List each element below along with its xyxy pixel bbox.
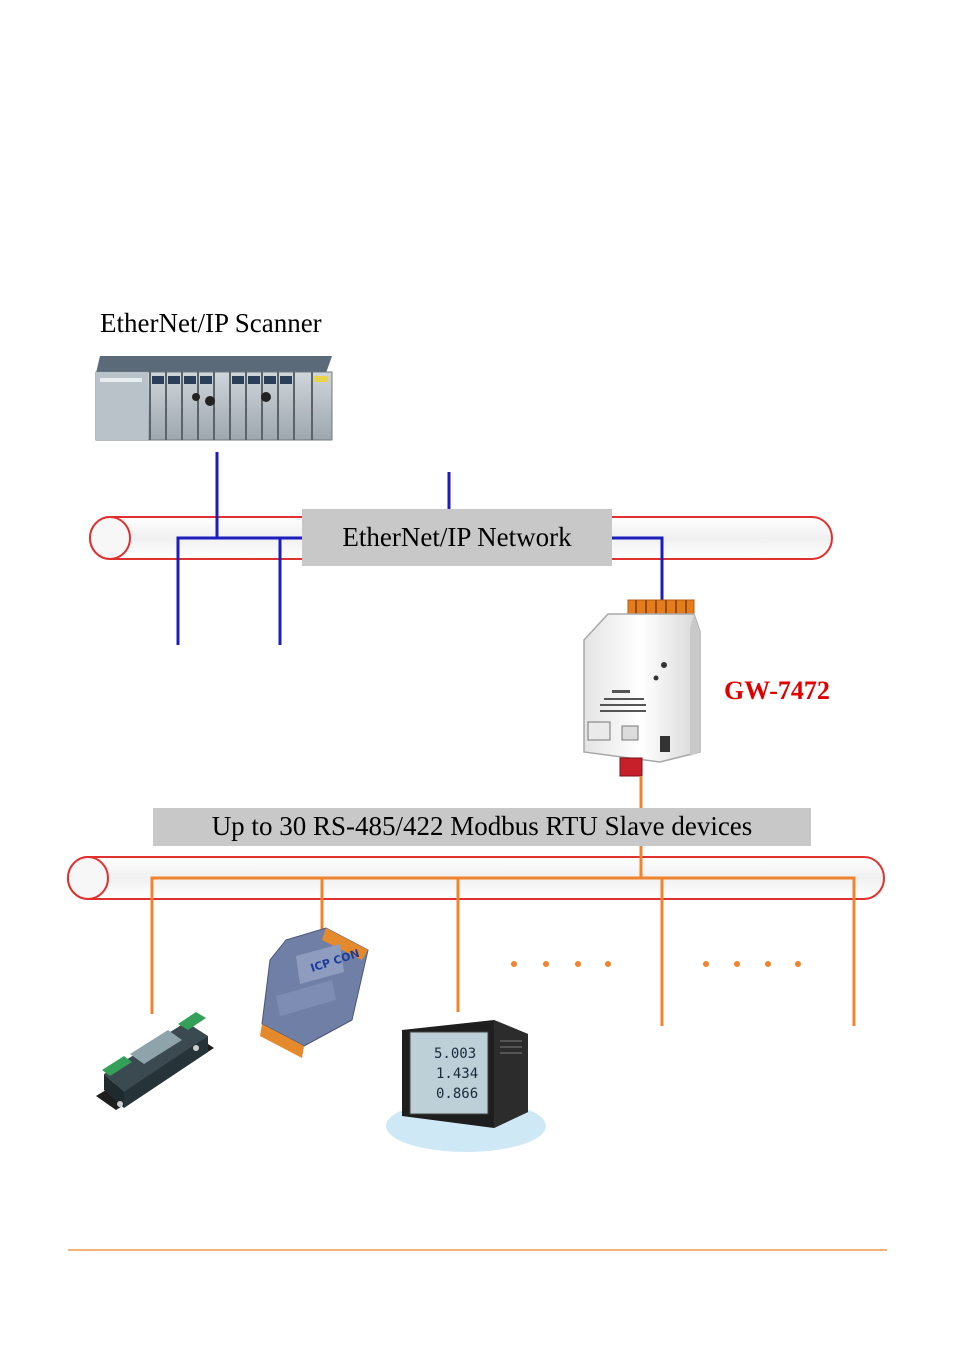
meter-reading-1: 5.003 [434, 1046, 476, 1062]
more-devices-dots-left [511, 961, 611, 967]
network-label: EtherNet/IP Network [342, 522, 572, 552]
io-module-icon [96, 1012, 214, 1110]
gateway-label: GW-7472 [724, 676, 830, 705]
icpcon-module-icon: ICP CON [260, 928, 368, 1058]
more-devices-dots-right [703, 961, 801, 967]
meter-reading-3: 0.866 [436, 1086, 478, 1102]
rtu-bus-label: Up to 30 RS-485/422 Modbus RTU Slave dev… [212, 811, 753, 841]
plc-scanner-icon [96, 356, 332, 440]
gw7472-gateway-icon [584, 600, 700, 776]
meter-reading-2: 1.434 [436, 1066, 478, 1082]
scanner-label: EtherNet/IP Scanner [100, 308, 322, 338]
power-meter-icon: 5.003 1.434 0.866 [386, 1020, 546, 1152]
